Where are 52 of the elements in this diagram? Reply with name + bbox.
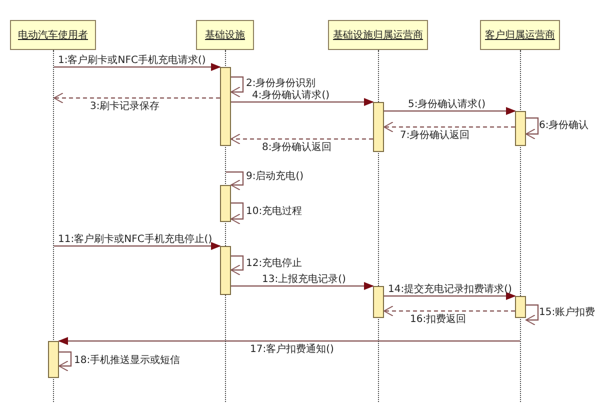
message-label: 1:客户刷卡或NFC手机充电请求() [58,55,206,66]
message-label: 13:上报充电记录() [262,274,346,285]
message-label: 5:身份确认请求() [408,99,486,110]
activation-bar [220,185,231,222]
message-arrow [231,282,374,290]
message-arrow [58,337,520,345]
message-label: 9:启动充电() [246,171,304,182]
message-label: 2:身份身份识别 [246,78,316,89]
message-label: 18:手机推送显示或短信 [74,355,180,366]
message-label: 6:身份确认 [539,120,589,131]
message-label: 7:身份确认返回 [400,130,470,141]
message-arrow [526,304,539,326]
message-arrow [230,76,244,98]
participant-name: 基础设施 [205,30,245,40]
message-arrow [526,117,539,140]
message-arrow [384,107,516,115]
participant-name: 客户归属运营商 [485,30,555,40]
activation-bar [373,286,384,318]
participant-name: 电动汽车使用者 [18,30,88,40]
message-label: 4:身份确认请求() [252,90,330,101]
message-label: 11:客户刷卡或NFC手机充电停止() [58,234,212,245]
message-arrow [230,255,244,276]
message-arrow [226,171,244,190]
activation-bar [48,341,59,378]
participant-box [480,20,560,50]
participant-box [10,20,96,50]
message-label: 10:充电过程 [246,206,302,217]
activation-bar [220,246,231,295]
message-arrow [54,92,220,104]
message-arrow [230,134,373,144]
activation-bar [515,296,526,318]
participant-name: 基础设施归属运营商 [333,30,423,40]
activation-bar [515,111,526,146]
message-label: 14:提交充电记录扣费请求() [388,284,512,295]
message-arrow [54,63,221,71]
activation-bar [373,102,384,152]
message-label: 3:刷卡记录保存 [90,101,160,112]
message-arrow [54,242,221,250]
message-label: 8:身份确认返回 [262,142,332,153]
message-arrow [231,98,374,106]
message-label: 12:充电停止 [246,258,302,269]
participant-box [328,20,428,50]
message-arrow [58,351,72,372]
participant-box [196,20,254,50]
message-arrow [384,306,515,316]
message-arrow [384,122,515,132]
message-label: 16:扣费返回 [410,314,466,325]
message-arrow [384,292,516,300]
activation-bar [220,67,231,146]
message-label: 15:账户扣费 [539,307,596,318]
message-label: 17:客户扣费通知() [250,344,334,355]
message-arrow [230,202,244,224]
